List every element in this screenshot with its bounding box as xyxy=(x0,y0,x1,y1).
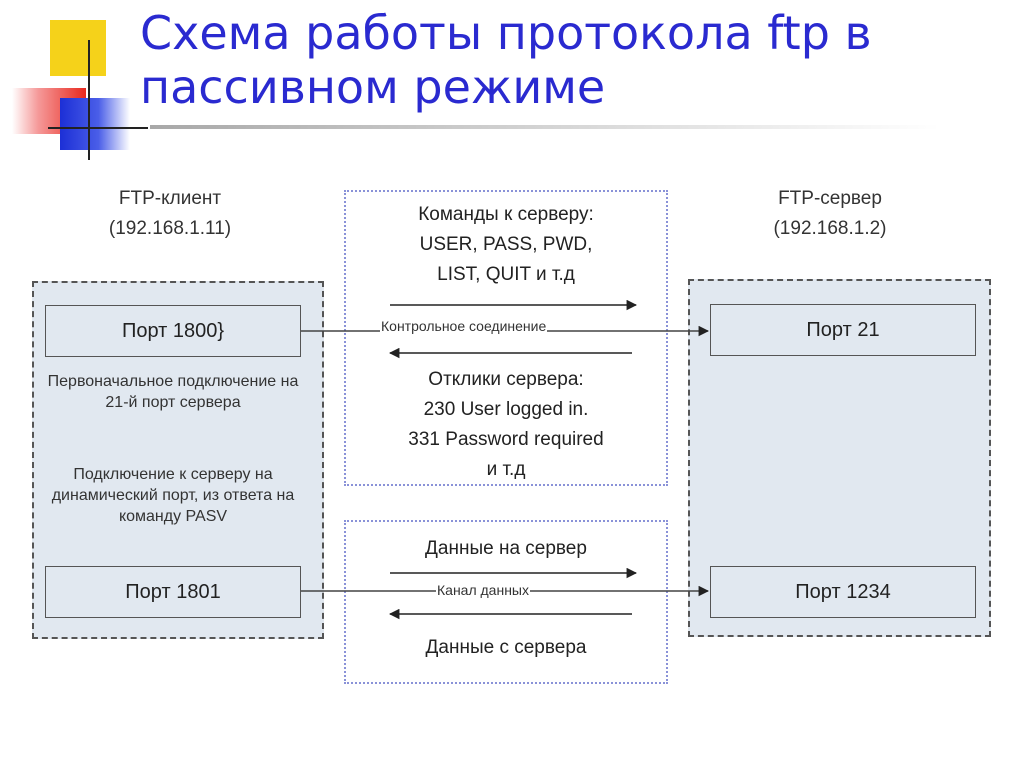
logo-blue-square xyxy=(60,98,130,150)
responses-line2: 331 Password required xyxy=(408,429,604,450)
client-header: FTP-клиент (192.168.1.11) xyxy=(40,184,300,244)
data-from-server-text: Данные с сервера xyxy=(425,637,587,658)
slide-title: Схема работы протокола ftp в пассивном р… xyxy=(140,6,872,114)
note-dynamic-connection: Подключение к серверу на динамический по… xyxy=(51,466,295,525)
data-channel-box xyxy=(344,520,668,684)
data-to-server-text: Данные на сервер xyxy=(425,538,587,559)
server-header: FTP-сервер (192.168.1.2) xyxy=(700,184,960,244)
client-ip: (192.168.1.11) xyxy=(108,218,232,239)
server-name: FTP-сервер xyxy=(778,188,882,209)
client-data-port: Порт 1801 xyxy=(45,566,301,618)
control-connection-label: Контрольное соединение xyxy=(380,318,548,334)
responses-title: Отклики сервера: xyxy=(428,369,584,390)
server-data-port: Порт 1234 xyxy=(710,566,976,618)
title-underline xyxy=(150,125,940,129)
commands-line2: LIST, QUIT и т.д xyxy=(437,264,575,285)
commands-line1: USER, PASS, PWD, xyxy=(419,234,593,255)
server-control-port: Порт 21 xyxy=(710,304,976,356)
server-ip: (192.168.1.2) xyxy=(773,218,887,239)
responses-line3: и т.д xyxy=(486,459,526,480)
client-control-port: Порт 1800} xyxy=(45,305,301,357)
commands-text: Команды к серверу: USER, PASS, PWD, LIST… xyxy=(350,200,662,290)
data-channel-label: Канал данных xyxy=(436,582,530,598)
control-channel-box xyxy=(344,190,668,486)
note-initial-connection: Первоначальное подключение на 21-й порт … xyxy=(47,373,299,411)
commands-title: Команды к серверу: xyxy=(418,204,594,225)
logo-horizontal-line xyxy=(48,127,148,129)
logo-yellow-square xyxy=(50,20,106,76)
responses-text: Отклики сервера: 230 User logged in. 331… xyxy=(350,365,662,485)
logo-vertical-line xyxy=(88,40,90,160)
responses-line1: 230 User logged in. xyxy=(423,399,589,420)
client-name: FTP-клиент xyxy=(118,188,222,209)
